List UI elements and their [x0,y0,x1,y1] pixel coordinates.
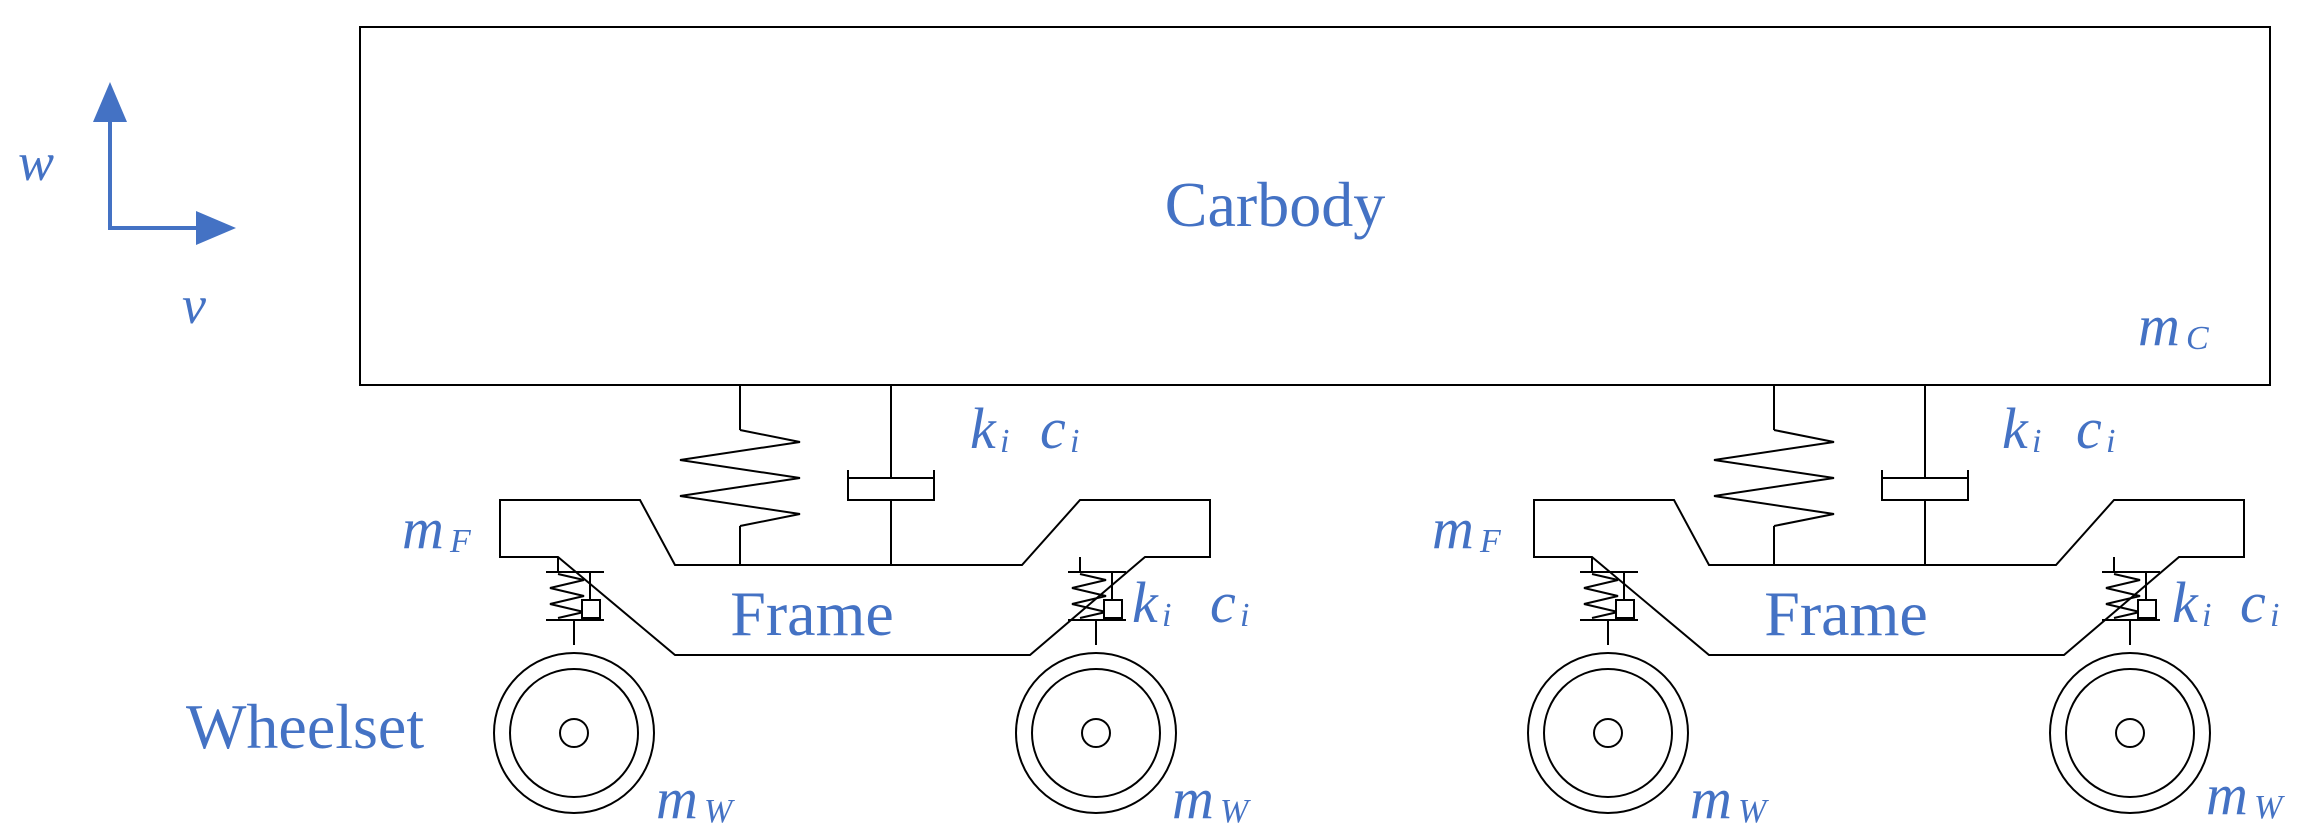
svg-text:i: i [2270,597,2279,634]
svg-text:m: m [1432,496,1474,561]
frame-label-left: Frame [730,578,894,649]
svg-text:W: W [1220,793,1251,830]
wheel-mass-4: m W [2206,762,2285,827]
wheel-mass-2: m W [1172,766,1251,831]
svg-text:m: m [402,496,444,561]
svg-text:i: i [1000,423,1009,460]
svg-text:c: c [1210,570,1236,635]
carbody-mass: m C [2138,293,2209,358]
carbody-label: Carbody [1165,169,1385,240]
frame-mass-right: m F [1432,496,1502,561]
secondary-suspension-label-left: k i c i [970,396,1079,461]
bogie-right: Frame m F k i c i k i c i m W m W [1432,384,2285,831]
svg-text:F: F [449,523,472,560]
frame-mass-left: m F [402,496,472,561]
svg-text:i: i [2106,423,2115,460]
svg-text:m: m [2206,762,2248,827]
wheelset-label: Wheelset [186,691,424,762]
secondary-suspension-label-right: k i c i [2002,396,2115,461]
carbody: Carbody m C [359,26,2271,386]
svg-text:k: k [970,396,997,461]
axes: w v [18,82,236,335]
v-axis-label: v [182,275,206,335]
svg-text:i: i [1162,597,1171,634]
svg-text:m: m [656,766,698,831]
svg-text:i: i [1240,597,1249,634]
wheel-mass-3: m W [1690,766,1769,831]
primary-suspension-label-left: k i c i [1132,570,1249,635]
svg-text:C: C [2186,320,2209,357]
carbody-box [359,26,2271,386]
frame-label-right: Frame [1764,578,1928,649]
v-arrow-icon [196,211,236,245]
svg-text:W: W [704,793,735,830]
svg-text:F: F [1479,523,1502,560]
svg-text:i: i [1070,423,1079,460]
w-arrow-icon [93,82,127,122]
svg-text:c: c [1040,396,1066,461]
svg-text:k: k [2172,570,2199,635]
primary-suspension-label-right: k i c i [2172,570,2279,635]
wheel-mass-1: m W [656,766,735,831]
bogie-left: Frame m F k i c i k i c i Wheelset m W m… [186,384,1251,831]
svg-text:c: c [2240,570,2266,635]
svg-text:W: W [1738,793,1769,830]
svg-text:m: m [2138,293,2180,358]
svg-text:i: i [2032,423,2041,460]
svg-text:m: m [1690,766,1732,831]
svg-text:c: c [2076,396,2102,461]
svg-text:W: W [2254,789,2285,826]
svg-text:k: k [2002,396,2029,461]
svg-text:k: k [1132,570,1159,635]
svg-text:i: i [2202,597,2211,634]
svg-text:m: m [1172,766,1214,831]
w-axis-label: w [18,132,54,192]
